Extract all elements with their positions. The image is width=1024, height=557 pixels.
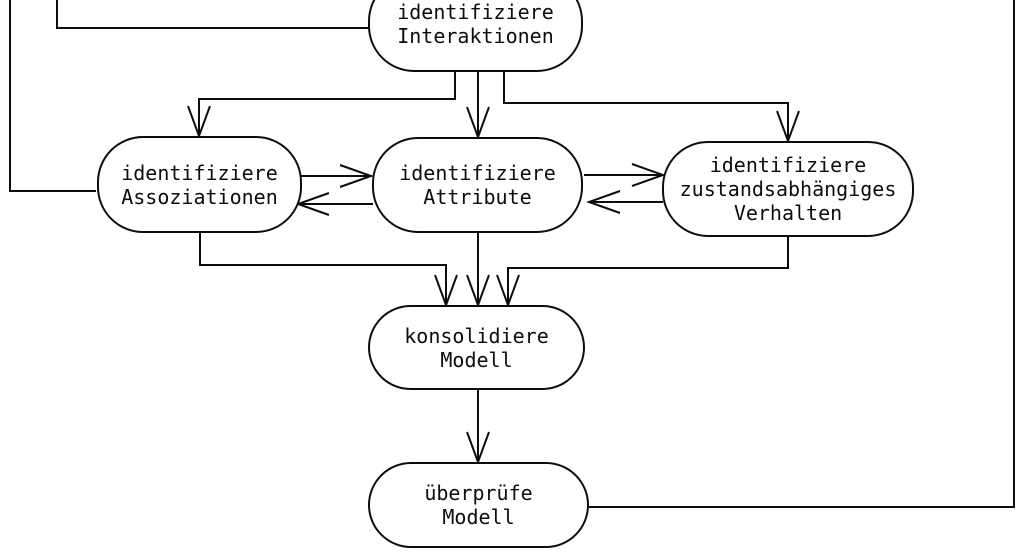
edge-assoziationen-to-konsolidiere (199, 233, 458, 308)
edge-verhalten-to-attribute (586, 190, 663, 214)
edge-konsolidiere-to-ueberpruefe (466, 390, 490, 465)
node-identifiziere-zustandsabhaengiges-verhalten: identifiziere zustandsabhängiges Verhalt… (662, 141, 914, 237)
edge-verhalten-to-konsolidiere (496, 237, 789, 308)
edge-interaktionen-to-assoziationen (187, 72, 456, 139)
edge-ueberpruefe-to-offscreen-top-right (589, 0, 1015, 508)
edge-offscreen-to-interaktionen (56, 0, 369, 29)
node-label: identifiziere zustandsabhängiges Verhalt… (679, 153, 897, 225)
edge-assoziationen-to-attribute (301, 164, 374, 188)
node-konsolidiere-modell: konsolidiere Modell (368, 305, 585, 390)
node-label: identifiziere Interaktionen (397, 0, 554, 48)
node-label: identifiziere Assoziationen (121, 160, 278, 209)
node-label: identifiziere Attribute (399, 161, 556, 209)
node-ueberpruefe-modell: überprüfe Modell (368, 462, 589, 548)
edge-attribute-to-verhalten (584, 163, 666, 187)
edge-offscreen-to-assoziationen (9, 0, 96, 192)
node-identifiziere-interaktionen: identifiziere Interaktionen (368, 0, 583, 72)
node-label: überprüfe Modell (424, 481, 533, 529)
edge-interaktionen-to-verhalten (503, 72, 800, 144)
edge-attribute-to-assoziationen (295, 192, 373, 216)
edge-attribute-to-konsolidiere (466, 233, 490, 308)
node-label: konsolidiere Modell (404, 323, 549, 372)
edge-interaktionen-to-attribute (466, 72, 490, 140)
node-identifiziere-assoziationen: identifiziere Assoziationen (97, 136, 302, 233)
arrowhead-right (339, 164, 374, 188)
arrowhead-left (586, 190, 621, 214)
node-identifiziere-attribute: identifiziere Attribute (372, 137, 583, 233)
